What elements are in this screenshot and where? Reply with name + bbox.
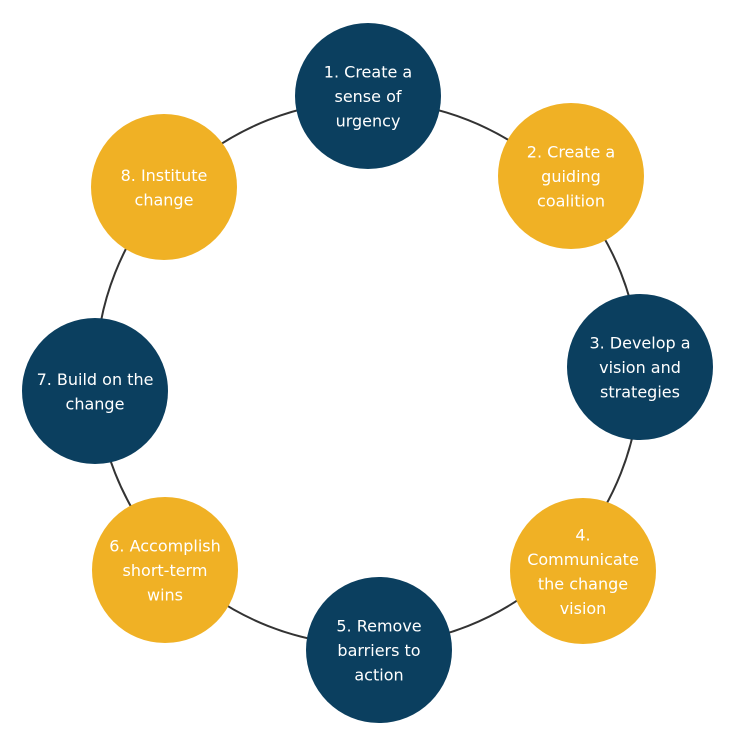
step-8-label-line: change bbox=[135, 190, 194, 209]
step-4-label-line: 4. bbox=[575, 525, 590, 544]
step-4-label-line: the change bbox=[538, 574, 628, 593]
step-5-label-line: action bbox=[354, 666, 403, 685]
step-5-label-line: 5. Remove bbox=[336, 617, 421, 636]
step-7-node: 7. Build on the change bbox=[22, 318, 168, 464]
step-3-circle bbox=[567, 294, 713, 440]
step-2-label-line: 2. Create a bbox=[527, 143, 615, 162]
step-7-label-line: change bbox=[66, 394, 125, 413]
step-1-label-line: urgency bbox=[336, 112, 401, 131]
step-4-label-line: Communicate bbox=[527, 550, 639, 569]
step-2-label-line: guiding bbox=[541, 167, 601, 186]
step-6-label-line: short-term bbox=[123, 561, 208, 580]
step-3-node: 3. Develop a vision and strategies bbox=[567, 294, 713, 440]
step-6-label-line: 6. Accomplish bbox=[109, 537, 221, 556]
step-5-circle bbox=[306, 577, 452, 723]
step-5-node: 5. Remove barriers to action bbox=[306, 577, 452, 723]
step-4-node: 4. Communicate the change vision bbox=[510, 498, 656, 644]
step-1-label-line: sense of bbox=[334, 87, 401, 106]
step-5-label-line: barriers to bbox=[337, 641, 420, 660]
step-1-node: 1. Create a sense of urgency bbox=[295, 23, 441, 169]
step-3-label-line: strategies bbox=[600, 383, 680, 402]
step-2-label-line: coalition bbox=[537, 192, 605, 211]
step-6-circle bbox=[92, 497, 238, 643]
step-4-label-line: vision bbox=[560, 599, 607, 618]
step-2-node: 2. Create a guiding coalition bbox=[498, 103, 644, 249]
step-7-circle bbox=[22, 318, 168, 464]
step-6-node: 6. Accomplish short-term wins bbox=[92, 497, 238, 643]
step-2-circle bbox=[498, 103, 644, 249]
step-3-label-line: vision and bbox=[599, 358, 681, 377]
step-6-label-line: wins bbox=[147, 586, 183, 605]
step-1-circle bbox=[295, 23, 441, 169]
step-3-label-line: 3. Develop a bbox=[589, 334, 690, 353]
step-4-circle bbox=[510, 498, 656, 644]
step-nodes: 1. Create a sense of urgency 2. Create a gui… bbox=[22, 23, 713, 723]
step-8-circle bbox=[91, 114, 237, 260]
step-8-node: 8. Institute change bbox=[91, 114, 237, 260]
step-7-label-line: 7. Build on the bbox=[37, 370, 154, 389]
step-8-label-line: 8. Institute bbox=[121, 166, 208, 185]
step-1-label-line: 1. Create a bbox=[324, 63, 412, 82]
